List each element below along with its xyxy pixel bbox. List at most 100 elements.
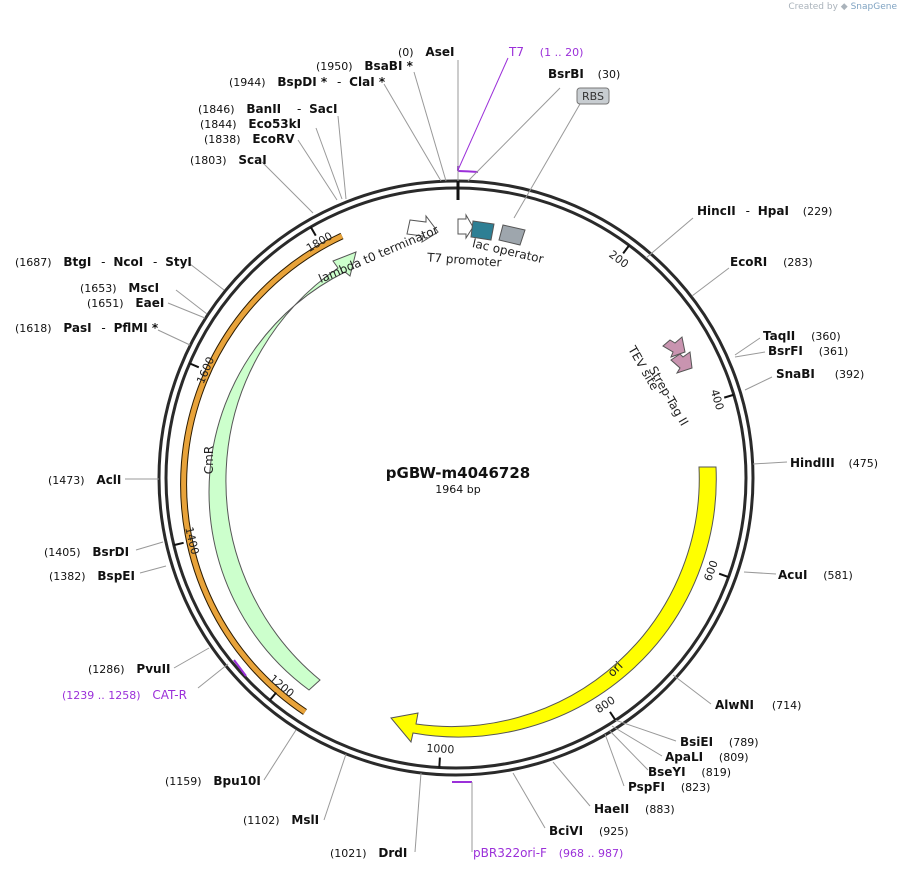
leader-bseyi [608,729,649,771]
enzyme-bsrfi-name: BsrFI [768,344,803,358]
enzyme-hincii-hpai[interactable]: HincII - HpaI (229) [697,204,832,218]
enzyme-msli[interactable]: (1102) MslI [243,813,319,827]
ori-feature[interactable] [390,466,717,744]
enzyme-separator: - [746,204,750,218]
plasmid-size: 1964 bp [435,483,480,496]
primer-pbr322-name: pBR322ori-F [473,846,547,860]
primer-cat-r[interactable]: (1239 .. 1258) CAT-R [62,688,187,702]
enzyme-taqii[interactable]: TaqII (360) [763,329,841,343]
enzyme-alwni[interactable]: AlwNI (714) [715,698,801,712]
enzyme-bsabi[interactable]: (1950) BsaBI * [316,59,414,73]
enzyme-eco53ki[interactable]: (1844) Eco53kI [200,117,301,131]
enzyme-bcivi-pos: (925) [599,825,629,838]
leader-cat-r [197,663,229,689]
enzyme-bcivi[interactable]: BciVI (925) [549,824,629,838]
leader-hindiii [752,461,788,465]
enzyme-taqii-pos: (360) [811,330,841,343]
enzyme-bsrbi[interactable]: BsrBI (30) [548,67,620,81]
enzyme-haeii[interactable]: HaeII (883) [594,802,675,816]
enzyme-btgi-ncoi-styi[interactable]: (1687) BtgI - NcoI - StyI [15,255,192,269]
enzyme-acui-name: AcuI [778,568,807,582]
lambda-terminator-arrow[interactable] [406,214,439,244]
strep-tag-arrow[interactable] [670,351,693,374]
enzyme-pspfi[interactable]: PspFI (823) [628,780,710,794]
enzyme-separator: - [297,102,301,116]
enzyme-ecorv-name: EcoRV [252,132,295,146]
leader-bsrbi [467,87,561,182]
enzyme-pflmi-name: PflMI * [114,321,159,335]
tev-site-arrow[interactable] [662,336,686,358]
enzyme-eaei-name: EaeI [135,296,164,310]
enzyme-drdi-pos: (1021) [330,847,367,860]
leader-bsrfi [734,351,766,358]
primer-t7[interactable]: T7 (1 .. 20) [508,45,583,59]
enzyme-haeii-pos: (883) [645,803,675,816]
primer-pbr322ori-f[interactable]: pBR322ori-F (968 .. 987) [473,846,623,860]
enzyme-hindiii[interactable]: HindIII (475) [790,456,878,470]
rbs-badge[interactable]: RBS [576,87,610,105]
enzyme-ncoi-name: NcoI [113,255,143,269]
leader-bsrdi [135,541,164,551]
enzyme-msci[interactable]: (1653) MscI [80,281,159,295]
enzyme-acui-pos: (581) [823,569,853,582]
leader-hincii [645,217,694,259]
enzyme-drdi[interactable]: (1021) DrdI [330,846,407,860]
tick-label-200: 200 [606,248,631,271]
t7-promoter-label: T7 promoter [426,250,502,269]
enzyme-ecori[interactable]: EcoRI (283) [730,255,813,269]
enzyme-pasi-pflmi[interactable]: (1618) PasI - PflMI * [15,321,159,335]
enzyme-hincii-pos: (229) [803,205,833,218]
enzyme-pvuii-pos: (1286) [88,663,125,676]
leader-scai [261,161,314,214]
enzyme-banii-saci[interactable]: (1846) BanII - SacI [198,102,337,116]
enzyme-bspei[interactable]: (1382) BspEI [49,569,135,583]
enzyme-pvuii[interactable]: (1286) PvuII [88,662,171,676]
enzyme-haeii-name: HaeII [594,802,629,816]
enzyme-acli[interactable]: (1473) AclI [48,473,121,487]
enzyme-ecori-name: EcoRI [730,255,767,269]
leader-apali [611,725,663,757]
enzyme-separator: - [101,255,105,269]
enzyme-asei[interactable]: (0) AseI [398,45,454,59]
enzyme-bseyi[interactable]: BseYI (819) [648,765,731,779]
leader-t7 [457,57,509,171]
enzyme-bsiei-pos: (789) [729,736,759,749]
leader-drdi [414,772,422,853]
enzyme-bseyi-pos: (819) [701,766,731,779]
enzyme-bspdi-name: BspDI * [277,75,327,89]
enzyme-ecorv[interactable]: (1838) EcoRV [204,132,295,146]
tick-label-400: 400 [708,388,726,412]
cmr-feature[interactable] [208,251,357,691]
enzyme-scai[interactable]: (1803) ScaI [190,153,267,167]
t7-promoter-arrow[interactable] [457,213,474,240]
enzyme-bpu10i[interactable]: (1159) Bpu10I [165,774,261,788]
enzyme-taqii-name: TaqII [763,329,795,343]
enzyme-bsrdi[interactable]: (1405) BsrDI [44,545,129,559]
enzyme-bcivi-name: BciVI [549,824,583,838]
credit-prefix: Created by [788,2,838,12]
tick-mark-200 [622,244,630,254]
enzyme-snabi[interactable]: SnaBI (392) [776,367,864,381]
enzyme-clai-name: ClaI * [349,75,386,89]
enzyme-pspfi-name: PspFI [628,780,665,794]
enzyme-msli-pos: (1102) [243,814,280,827]
leader-acui [743,571,777,575]
enzyme-bsiei[interactable]: BsiEI (789) [680,735,759,749]
enzyme-asei-pos: (0) [398,46,414,59]
grey-box-feature[interactable] [498,224,526,246]
enzyme-drdi-name: DrdI [378,846,407,860]
enzyme-eaei[interactable]: (1651) EaeI [87,296,164,310]
enzyme-eco53ki-pos: (1844) [200,118,237,131]
orange-bar-fill [181,233,344,715]
rbs-label: RBS [582,90,604,103]
tick-mark-1600 [189,362,200,369]
lac-operator-box[interactable] [470,220,495,241]
enzyme-eaei-pos: (1651) [87,297,124,310]
enzyme-apali[interactable]: ApaLI (809) [665,750,749,764]
backbone-outer [157,179,755,777]
enzyme-bsrfi[interactable]: BsrFI (361) [768,344,848,358]
enzyme-bspdi-clai[interactable]: (1944) BspDI * - ClaI * [229,75,386,89]
enzyme-acui[interactable]: AcuI (581) [778,568,853,582]
t7-primer-site [457,170,479,173]
